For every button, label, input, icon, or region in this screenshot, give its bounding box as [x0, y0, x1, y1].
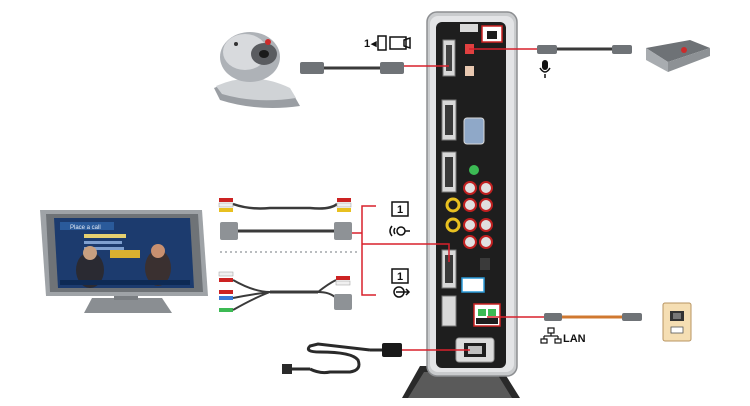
microphone-pod-icon: [646, 40, 710, 72]
connector-lines: [352, 48, 544, 351]
network-icon: [540, 327, 562, 344]
display-connector-line: [362, 243, 450, 262]
lan-label: LAN: [563, 333, 586, 345]
svg-text:1: 1: [397, 271, 403, 283]
display-port-annotation-1: 1: [391, 201, 409, 217]
audio-green-jack: [469, 165, 479, 175]
vga-cable: [220, 222, 352, 240]
rca-red-jack: [463, 181, 477, 195]
rca-port: [465, 66, 474, 76]
audio-out-icon: [389, 225, 410, 237]
tv-display-icon: Place a call: [40, 210, 208, 313]
vga-port: [463, 117, 485, 145]
svg-text:1: 1: [364, 38, 370, 50]
camera-port-annotation: 1 ◂: [364, 35, 411, 51]
svideo-rca-cable: [218, 198, 352, 212]
codec-unit: [402, 11, 520, 398]
svideo-jack: [445, 197, 461, 213]
svg-text:Place a call: Place a call: [70, 225, 101, 231]
mic-cable: [537, 45, 632, 54]
svg-text:1: 1: [397, 204, 403, 216]
mic-port: [460, 24, 478, 32]
display-bracket: [361, 205, 376, 296]
display-port-annotation-2: 1: [391, 268, 409, 284]
lan-cable: [544, 313, 642, 321]
svg-text:◂: ◂: [370, 38, 377, 50]
camera-cable: [300, 62, 404, 74]
camera-icon: [214, 32, 300, 108]
vga-out-icon: [393, 286, 411, 298]
mic-icon: [539, 60, 551, 78]
wall-ethernet-jack-icon: [662, 302, 692, 342]
component-audio-cable: [218, 271, 352, 312]
power-cord-icon: [282, 342, 402, 375]
usb-port: [461, 277, 485, 293]
